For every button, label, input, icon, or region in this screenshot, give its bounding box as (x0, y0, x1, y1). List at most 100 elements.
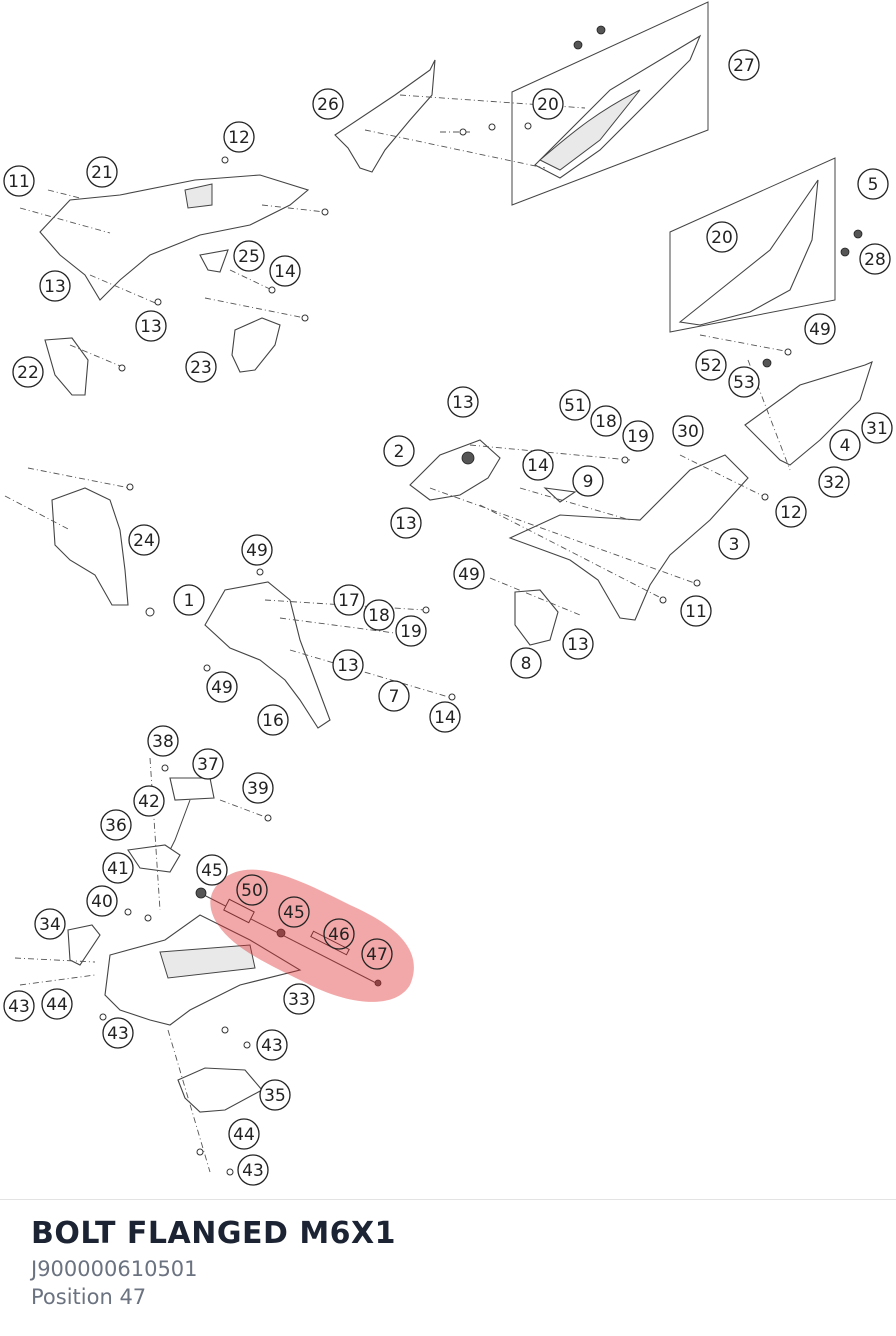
callout-ring (312, 88, 344, 120)
callout-39[interactable]: 39 (242, 772, 274, 804)
callout-42[interactable]: 42 (133, 785, 165, 817)
callout-25[interactable]: 25 (233, 240, 265, 272)
callout-13[interactable]: 13 (390, 507, 422, 539)
callout-12[interactable]: 12 (223, 121, 255, 153)
callout-35[interactable]: 35 (259, 1079, 291, 1111)
callout-18[interactable]: 18 (590, 405, 622, 437)
callout-43[interactable]: 43 (102, 1017, 134, 1049)
callout-20[interactable]: 20 (706, 221, 738, 253)
callout-30[interactable]: 30 (672, 415, 704, 447)
callout-label: 9 (583, 472, 594, 492)
callout-26[interactable]: 26 (312, 88, 344, 120)
callout-label: 23 (190, 358, 212, 378)
callout-14[interactable]: 14 (522, 449, 554, 481)
callout-45[interactable]: 45 (196, 854, 228, 886)
callout-2[interactable]: 2 (383, 435, 415, 467)
callout-36[interactable]: 36 (100, 809, 132, 841)
callout-43[interactable]: 43 (256, 1029, 288, 1061)
callout-9[interactable]: 9 (572, 465, 604, 497)
callout-label: 41 (107, 859, 129, 879)
callout-ring (223, 121, 255, 153)
callout-11[interactable]: 11 (3, 165, 35, 197)
callout-19[interactable]: 19 (622, 420, 654, 452)
callout-27[interactable]: 27 (728, 49, 760, 81)
callout-23[interactable]: 23 (185, 351, 217, 383)
callout-17[interactable]: 17 (333, 584, 365, 616)
callout-22[interactable]: 22 (12, 356, 44, 388)
callout-43[interactable]: 43 (3, 990, 35, 1022)
callout-1[interactable]: 1 (173, 584, 205, 616)
callout-label: 3 (729, 535, 740, 555)
callout-43[interactable]: 43 (237, 1154, 269, 1186)
callout-5[interactable]: 5 (857, 168, 889, 200)
callout-28[interactable]: 28 (859, 243, 891, 275)
callout-label: 35 (264, 1086, 286, 1106)
callout-52[interactable]: 52 (695, 349, 727, 381)
callout-44[interactable]: 44 (228, 1118, 260, 1150)
callout-38[interactable]: 38 (147, 725, 179, 757)
callout-ring (562, 628, 594, 660)
callout-49[interactable]: 49 (453, 558, 485, 590)
callout-label: 13 (140, 317, 162, 337)
callout-label: 2 (394, 442, 405, 462)
callout-ring (241, 534, 273, 566)
callout-ring (378, 680, 410, 712)
callout-18[interactable]: 18 (363, 599, 395, 631)
callout-label: 45 (283, 903, 305, 923)
callout-49[interactable]: 49 (804, 313, 836, 345)
callout-4[interactable]: 4 (829, 429, 861, 461)
callout-label: 5 (868, 175, 879, 195)
callout-40[interactable]: 40 (86, 885, 118, 917)
callout-47[interactable]: 47 (361, 938, 393, 970)
callout-31[interactable]: 31 (861, 412, 893, 444)
callout-ring (728, 49, 760, 81)
callout-14[interactable]: 14 (429, 701, 461, 733)
callout-11[interactable]: 11 (680, 595, 712, 627)
callout-ring (590, 405, 622, 437)
callout-12[interactable]: 12 (775, 496, 807, 528)
callout-label: 28 (864, 250, 886, 270)
callout-21[interactable]: 21 (86, 156, 118, 188)
callout-13[interactable]: 13 (135, 310, 167, 342)
callout-32[interactable]: 32 (818, 466, 850, 498)
callout-50[interactable]: 50 (236, 874, 268, 906)
callout-45[interactable]: 45 (278, 896, 310, 928)
callout-13[interactable]: 13 (332, 649, 364, 681)
callout-7[interactable]: 7 (378, 680, 410, 712)
callout-ring (102, 852, 134, 884)
callout-ring (332, 649, 364, 681)
callout-20[interactable]: 20 (532, 88, 564, 120)
callout-44[interactable]: 44 (41, 988, 73, 1020)
callout-41[interactable]: 41 (102, 852, 134, 884)
callout-8[interactable]: 8 (510, 647, 542, 679)
callout-3[interactable]: 3 (718, 528, 750, 560)
callout-13[interactable]: 13 (39, 270, 71, 302)
callout-34[interactable]: 34 (34, 908, 66, 940)
callout-ring (447, 386, 479, 418)
callout-51[interactable]: 51 (559, 389, 591, 421)
callout-ring (680, 595, 712, 627)
callout-ring (818, 466, 850, 498)
callout-53[interactable]: 53 (728, 366, 760, 398)
callout-13[interactable]: 13 (562, 628, 594, 660)
callout-37[interactable]: 37 (192, 748, 224, 780)
callout-14[interactable]: 14 (269, 255, 301, 287)
callout-label: 17 (338, 591, 360, 611)
part-outlines (39, 1, 873, 1113)
callout-label: 38 (152, 732, 174, 752)
callout-49[interactable]: 49 (206, 671, 238, 703)
callout-24[interactable]: 24 (128, 524, 160, 556)
callout-ring (269, 255, 301, 287)
callout-19[interactable]: 19 (395, 615, 427, 647)
callout-ring (728, 366, 760, 398)
callout-label: 43 (242, 1161, 264, 1181)
callout-49[interactable]: 49 (241, 534, 273, 566)
callout-label: 19 (627, 427, 649, 447)
callout-label: 44 (233, 1125, 255, 1145)
callout-13[interactable]: 13 (447, 386, 479, 418)
callout-ring (672, 415, 704, 447)
callout-16[interactable]: 16 (257, 704, 289, 736)
callout-46[interactable]: 46 (323, 918, 355, 950)
callout-33[interactable]: 33 (283, 983, 315, 1015)
